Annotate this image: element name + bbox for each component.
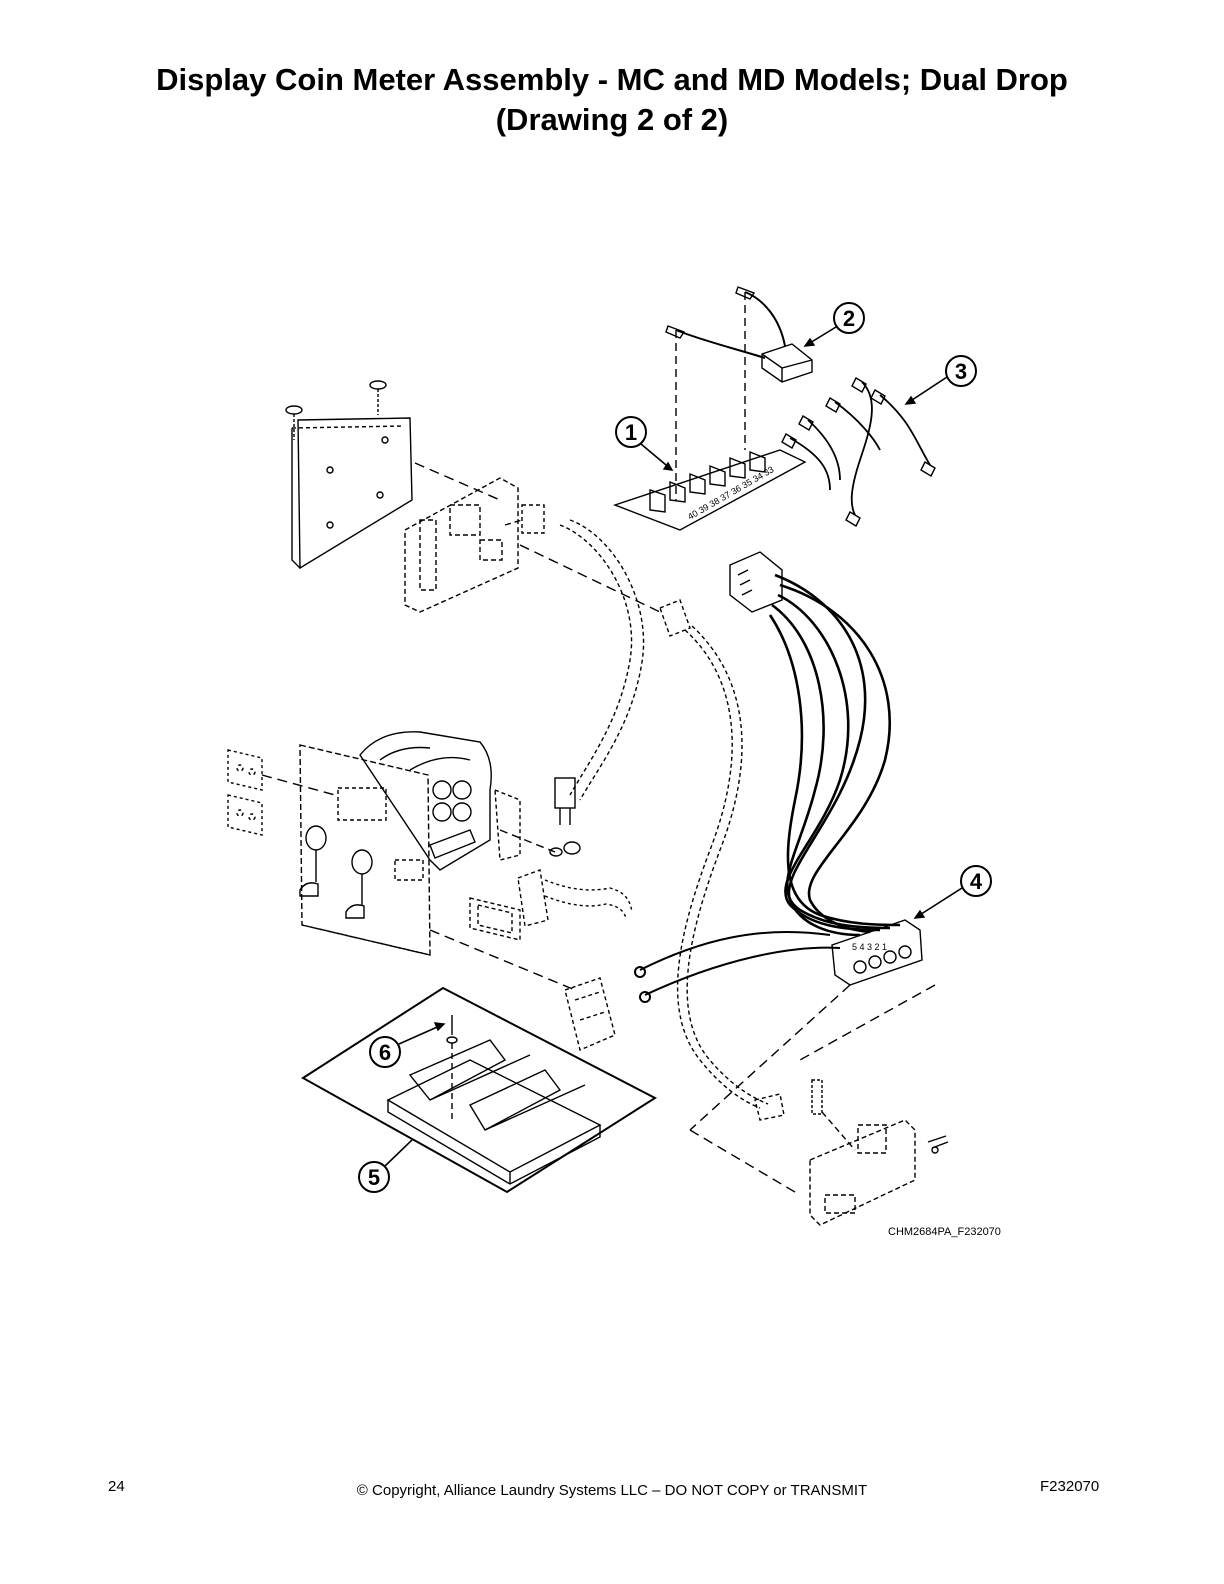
harness-cable <box>676 625 769 1109</box>
connector-small <box>521 504 545 534</box>
rivet-icon <box>446 1015 458 1120</box>
callout-5: 5 <box>358 1139 413 1193</box>
coin-button-knob-icon <box>299 825 373 919</box>
gasket <box>469 897 521 941</box>
svg-text:1: 1 <box>625 420 637 445</box>
switch-small <box>554 777 576 825</box>
harness-connector <box>659 599 691 637</box>
coin-chute-insert <box>386 1039 602 1185</box>
harness-plug-bottom: 5 4 3 2 1 <box>831 919 923 986</box>
svg-text:2: 2 <box>843 306 855 331</box>
title-line-1: Display Coin Meter Assembly - MC and MD … <box>156 62 1068 97</box>
connector-wires <box>634 930 841 1003</box>
coin-chute-inset-frame <box>301 986 658 1194</box>
page-title: Display Coin Meter Assembly - MC and MD … <box>0 60 1224 140</box>
noise-filter <box>761 343 813 383</box>
svg-text:4: 4 <box>970 869 983 894</box>
svg-text:3: 3 <box>955 359 967 384</box>
standoff-icon <box>811 1079 823 1115</box>
callout-1: 1 <box>615 416 674 471</box>
drawing-code: CHM2684PA_F232070 <box>888 1226 1001 1238</box>
connector-pin-numbers: 5 4 3 2 1 <box>852 942 887 952</box>
harness-plug-top <box>729 551 783 613</box>
harness-connector-lower <box>754 1093 785 1121</box>
control-board <box>404 477 519 613</box>
title-line-2: (Drawing 2 of 2) <box>495 102 729 137</box>
mounting-screw-icon <box>927 1135 949 1154</box>
svg-text:6: 6 <box>379 1040 391 1065</box>
flat-ribbon-cable <box>544 879 633 919</box>
coin-slot-sensor <box>517 869 549 927</box>
coin-mechanism <box>359 731 492 871</box>
coin-slot-bracket-icon <box>227 749 263 836</box>
coin-meter-panel <box>299 744 431 956</box>
callout-2: 2 <box>803 302 865 347</box>
copyright-notice: © Copyright, Alliance Laundry Systems LL… <box>356 1482 868 1499</box>
wire-connector-block <box>564 977 616 1051</box>
svg-text:5: 5 <box>368 1165 380 1190</box>
page-number: 24 <box>108 1478 125 1495</box>
spade-terminal-icon <box>781 377 936 527</box>
wiring-harness <box>768 573 901 937</box>
form-number: F232070 <box>1040 1478 1100 1495</box>
callout-6: 6 <box>369 1022 446 1068</box>
screw-icon <box>285 380 387 440</box>
wire-leads <box>789 381 931 516</box>
washer-icon <box>549 841 581 857</box>
ribbon-cable <box>559 519 645 801</box>
ring-terminal-icon <box>665 286 756 339</box>
callout-3: 3 <box>904 355 977 405</box>
terminal-block: 40 39 38 37 36 35 34 33 <box>612 449 807 531</box>
lower-board <box>809 1119 916 1226</box>
callout-4: 4 <box>913 865 992 919</box>
board-cover-plate <box>291 417 413 570</box>
filter-leads <box>675 291 786 359</box>
coin-chute <box>494 788 521 861</box>
